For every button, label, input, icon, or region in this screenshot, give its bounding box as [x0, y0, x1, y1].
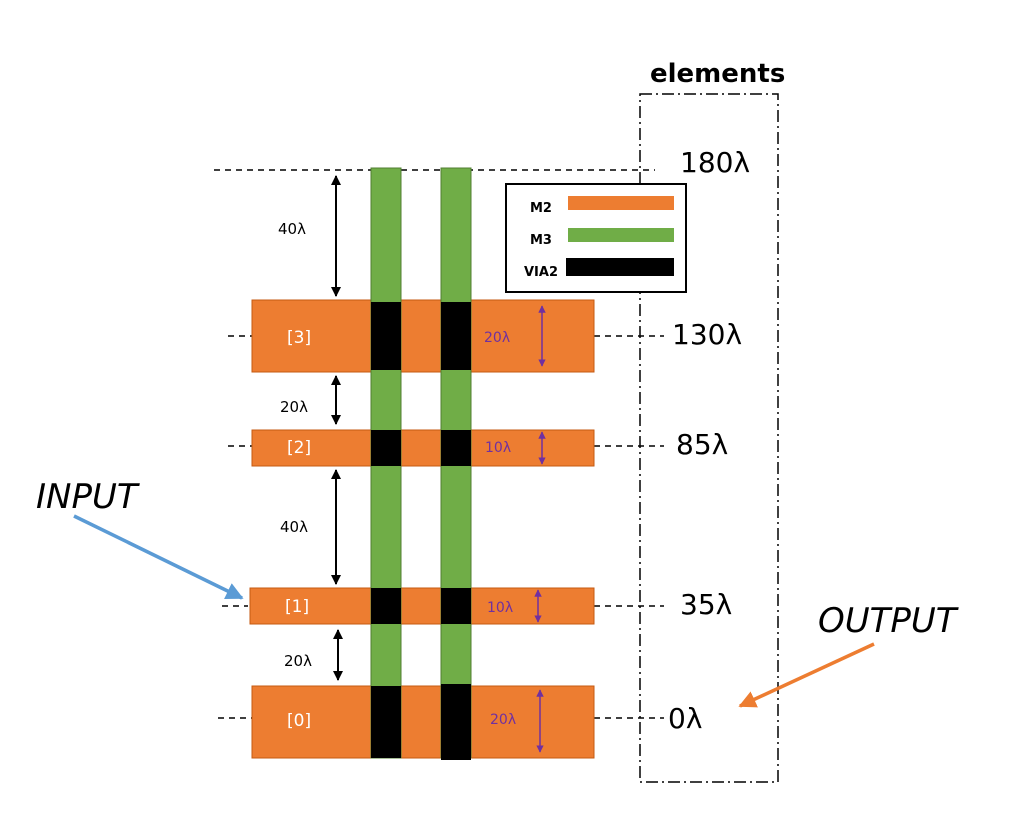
- gap-label-20-lower: 20λ: [284, 652, 312, 670]
- elements-box: [639, 93, 779, 783]
- legend-label-m3: M3: [530, 233, 552, 248]
- via2-3-left: [371, 302, 401, 370]
- output-label: OUTPUT: [818, 601, 959, 641]
- width-label-2: 10λ: [485, 440, 511, 456]
- element-index-0: [0]: [287, 711, 311, 731]
- gap-label-40-middle: 40λ: [280, 518, 308, 536]
- element-index-2: [2]: [287, 438, 311, 458]
- input-label: INPUT: [36, 477, 140, 517]
- level-label-35: 35λ: [680, 588, 732, 621]
- via2-3-right: [441, 302, 471, 370]
- via2-2-right: [441, 430, 471, 466]
- legend-label-m2: M2: [530, 201, 552, 216]
- gap-label-40-top: 40λ: [278, 220, 306, 238]
- width-label-1: 10λ: [487, 600, 513, 616]
- element-index-1: [1]: [285, 597, 309, 617]
- via2-0-right: [441, 684, 471, 760]
- gap-label-20-upper: 20λ: [280, 398, 308, 416]
- legend-swatch-via2: [566, 258, 674, 276]
- level-label-85: 85λ: [676, 428, 728, 461]
- m2-bar-2: [251, 429, 595, 467]
- elements-title: elements: [650, 59, 785, 89]
- level-label-180: 180λ: [680, 146, 750, 179]
- legend-swatch-m3: [568, 228, 674, 242]
- width-label-3: 20λ: [484, 330, 510, 346]
- level-label-0: 0λ: [668, 702, 702, 735]
- legend-swatch-m2: [568, 196, 674, 210]
- width-label-0: 20λ: [490, 712, 516, 728]
- legend-label-via2: VIA2: [524, 265, 558, 280]
- element-index-3: [3]: [287, 328, 311, 348]
- via2-1-right: [441, 588, 471, 624]
- level-label-130: 130λ: [672, 318, 742, 351]
- via2-1-left: [371, 588, 401, 624]
- via2-2-left: [371, 430, 401, 466]
- m2-bar-3: [251, 299, 595, 373]
- via2-0-left: [371, 686, 401, 758]
- output-arrow: [738, 642, 875, 708]
- input-arrow: [73, 514, 244, 600]
